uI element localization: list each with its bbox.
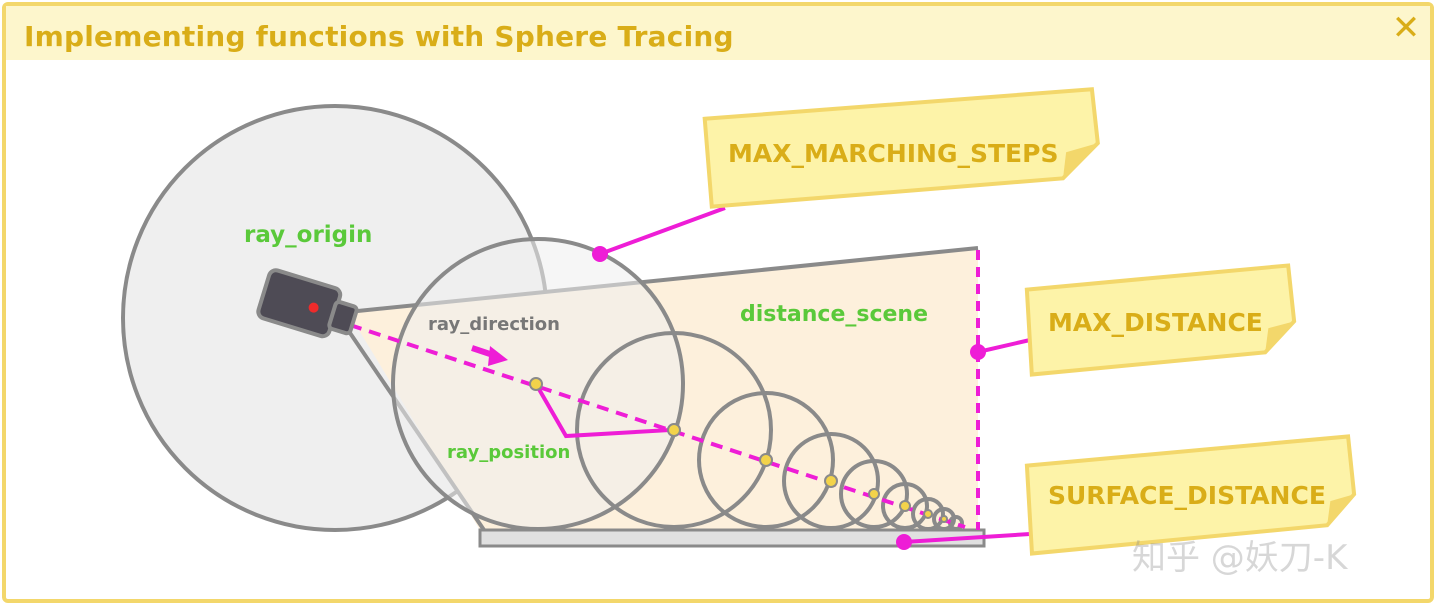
label-ray-origin: ray_origin [244, 222, 372, 248]
march-sphere-6 [881, 482, 929, 530]
direction-arrow-icon [471, 345, 508, 366]
callout-surface-distance [1024, 434, 1357, 556]
callout-max-steps-label: MAX_MARCHING_STEPS [728, 139, 1058, 168]
title-bar [6, 6, 1430, 60]
label-ray-position: ray_position [447, 442, 570, 463]
connector-max-steps [599, 206, 726, 256]
ray-position-pointer [534, 383, 671, 439]
connector-surface-distance [903, 532, 1031, 544]
march-sphere-4 [782, 432, 880, 530]
camera-icon [256, 268, 359, 339]
label-distance-scene: distance_scene [740, 302, 928, 327]
callout-surface-distance-label: SURFACE_DISTANCE [1048, 481, 1326, 510]
march-spheres [575, 331, 964, 531]
watermark: 知乎 @妖刀-K [1132, 538, 1348, 578]
callout-max-distance [1024, 263, 1297, 377]
close-icon[interactable]: ✕ [1391, 8, 1421, 48]
callout-max-steps [702, 87, 1100, 209]
connector-max-distance [977, 338, 1031, 354]
callout-max-distance-label: MAX_DISTANCE [1048, 308, 1263, 337]
label-ray-direction: ray_direction [428, 314, 560, 335]
march-sphere-3 [697, 391, 835, 529]
ray-line [349, 323, 966, 529]
march-sphere-5 [839, 459, 909, 529]
ray-position-dots [529, 377, 948, 523]
page-title: Implementing functions with Sphere Traci… [24, 20, 734, 53]
march-sphere-2 [575, 331, 773, 529]
